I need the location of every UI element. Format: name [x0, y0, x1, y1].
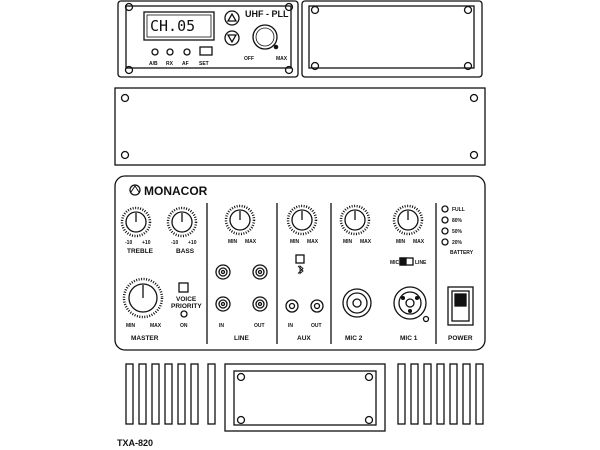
- amplifier-panel: [114, 175, 486, 351]
- mic2-min: MIN: [343, 239, 353, 245]
- down-button[interactable]: [224, 30, 240, 46]
- model-title: TXA-820: [117, 438, 153, 448]
- mic2-max: MAX: [360, 239, 372, 245]
- master-min: MIN: [126, 323, 136, 329]
- master-knob[interactable]: [122, 277, 164, 319]
- mic1-knob[interactable]: [392, 204, 424, 236]
- blank-module-top: [301, 0, 483, 78]
- bass-knob[interactable]: [166, 206, 198, 238]
- master-max: MAX: [150, 323, 162, 329]
- led-af: [183, 48, 191, 56]
- heatsink: [125, 363, 484, 432]
- monacor-logo-icon: [129, 184, 141, 196]
- set-button[interactable]: [199, 46, 213, 56]
- mic1-combo-jack[interactable]: [393, 286, 430, 323]
- brand-name: MONACOR: [144, 184, 208, 198]
- up-arrow-icon: [226, 12, 238, 22]
- voice-priority-on: ON: [180, 323, 188, 329]
- battery-label: BATTERY: [450, 250, 474, 256]
- master-label: MASTER: [131, 335, 159, 342]
- treble-min: -10: [125, 240, 132, 246]
- line-jacks[interactable]: [215, 264, 268, 312]
- up-button[interactable]: [224, 10, 240, 26]
- mic1-max: MAX: [413, 239, 425, 245]
- bass-min: -10: [171, 240, 178, 246]
- switch-line-label: LINE: [415, 260, 427, 266]
- treble-label: TREBLE: [127, 248, 154, 255]
- line-min: MIN: [228, 239, 238, 245]
- battery-level-50: 50%: [452, 229, 463, 235]
- receiver-volume-knob[interactable]: [252, 24, 278, 50]
- aux-knob[interactable]: [286, 204, 318, 236]
- line-knob[interactable]: [224, 204, 256, 236]
- treble-knob[interactable]: [120, 206, 152, 238]
- receiver-module: [117, 0, 299, 78]
- line-out-label: OUT: [254, 323, 265, 329]
- receiver-knob-min: OFF: [244, 56, 254, 62]
- bluetooth-pair-button[interactable]: [295, 254, 305, 264]
- battery-level-20: 20%: [452, 240, 463, 246]
- battery-leds: [441, 205, 449, 246]
- receiver-screws: [124, 2, 294, 75]
- treble-max: +10: [142, 240, 151, 246]
- bluetooth-icon: [297, 265, 304, 275]
- bass-label: BASS: [176, 248, 195, 255]
- indicator-rx: RX: [166, 61, 174, 67]
- mic2-jack[interactable]: [342, 288, 372, 318]
- section-aux: AUX: [297, 335, 311, 342]
- lcd-channel: CH.05: [150, 17, 195, 35]
- voice-priority-button[interactable]: [178, 282, 189, 293]
- band-label: UHF - PLL: [245, 9, 289, 19]
- battery-level-full: FULL: [452, 207, 465, 213]
- aux-out-label: OUT: [311, 323, 322, 329]
- aux-jacks[interactable]: [285, 299, 324, 313]
- section-line: LINE: [234, 335, 249, 342]
- voice-priority-line2: PRIORITY: [171, 303, 202, 310]
- blank-panel-middle: [114, 87, 486, 166]
- power-switch[interactable]: [447, 286, 474, 326]
- led-ab: [151, 48, 159, 56]
- indicator-af: AF: [182, 61, 189, 67]
- receiver-knob-max: MAX: [276, 56, 288, 62]
- line-in-label: IN: [219, 323, 224, 329]
- aux-min: MIN: [290, 239, 300, 245]
- line-max: MAX: [245, 239, 257, 245]
- voice-priority-line1: VOICE: [176, 296, 197, 303]
- down-arrow-icon: [226, 34, 238, 44]
- battery-level-80: 80%: [452, 218, 463, 224]
- indicator-ab: A/B: [149, 61, 158, 67]
- section-mic2: MIC 2: [345, 335, 363, 342]
- battery-compartment: [224, 363, 386, 432]
- switch-mic-label: MIC: [390, 260, 400, 266]
- aux-in-label: IN: [288, 323, 293, 329]
- voice-priority-led: [180, 310, 188, 318]
- section-mic1: MIC 1: [400, 335, 418, 342]
- led-rx: [166, 48, 174, 56]
- bass-max: +10: [188, 240, 197, 246]
- mic2-knob[interactable]: [339, 204, 371, 236]
- lcd-display: [143, 11, 215, 41]
- indicator-set: SET: [199, 61, 209, 67]
- mic1-min: MIN: [396, 239, 406, 245]
- aux-max: MAX: [307, 239, 319, 245]
- section-power: POWER: [448, 335, 473, 342]
